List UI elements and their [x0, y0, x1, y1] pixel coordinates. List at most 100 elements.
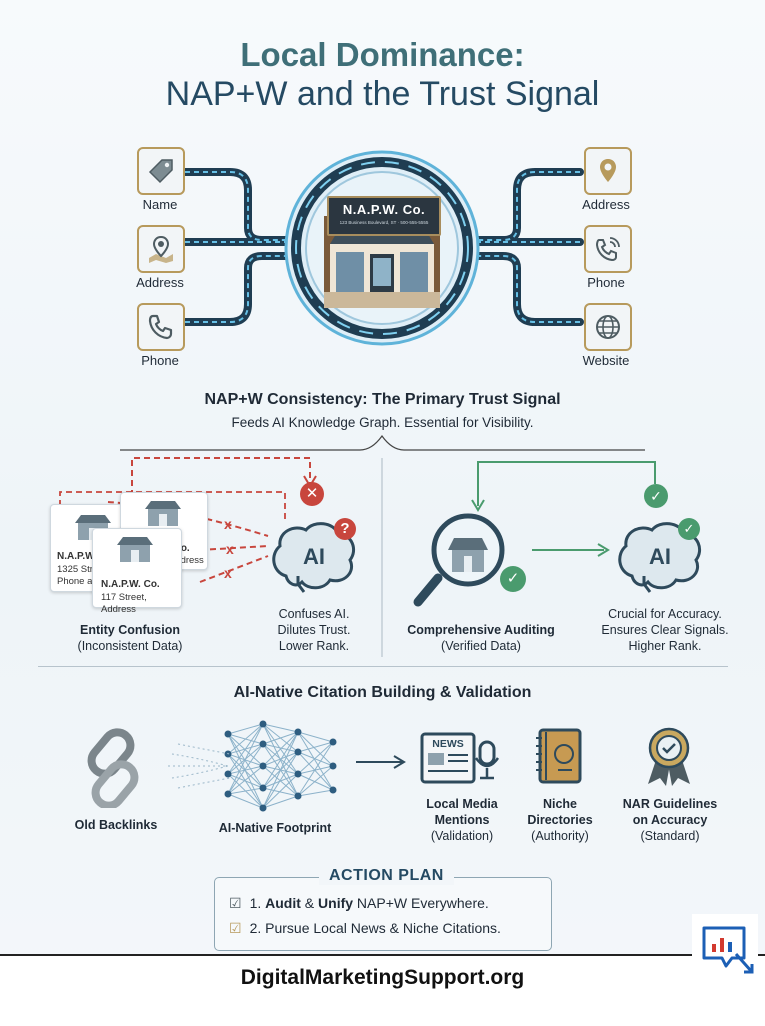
- network-node: [259, 720, 267, 728]
- svg-text:x: x: [226, 541, 234, 557]
- network-edge: [262, 723, 299, 733]
- entity-confusion-caption: Entity Confusion (Inconsistent Data): [60, 622, 200, 654]
- network-edge: [227, 723, 264, 755]
- newspaper-microphone-icon: NEWS: [420, 732, 500, 784]
- entity-confusion-title: Entity Confusion: [80, 623, 180, 637]
- node-label-phone-right: Phone: [587, 275, 625, 290]
- error-x-icon: ✕: [300, 482, 324, 506]
- network-node: [259, 740, 267, 748]
- action-item-2: ☑ 2. Pursue Local News & Niche Citations.: [229, 920, 501, 937]
- ai-brain-clear-icon: AI: [618, 522, 701, 593]
- action-item-1-mid: &: [300, 895, 319, 911]
- broken-chain-icon: [87, 728, 139, 808]
- effect-left-2: Dilutes Trust.: [277, 623, 351, 637]
- network-node: [224, 770, 232, 778]
- verified-check-icon: ✓: [500, 566, 526, 592]
- tag-icon: [148, 159, 173, 184]
- network-edge: [227, 765, 264, 775]
- node-label-website: Website: [582, 353, 630, 368]
- mini-store-icon: [145, 501, 181, 526]
- network-node: [294, 792, 302, 800]
- niche-title-2: Directories: [527, 813, 593, 827]
- network-edge: [227, 733, 264, 767]
- neural-network-footprint: [168, 720, 337, 812]
- node-label-phone-left: Phone: [141, 353, 179, 368]
- award-ribbon-icon: [648, 727, 690, 786]
- network-edge: [297, 765, 334, 775]
- niche-directories-label: Niche Directories (Authority): [510, 796, 610, 844]
- network-node: [294, 770, 302, 778]
- niche-title-1: Niche: [542, 797, 578, 811]
- card-3-line1: 117 Street, Address: [101, 592, 147, 615]
- network-edge: [297, 751, 334, 767]
- accuracy-effects: Crucial for Accuracy. Ensures Clear Sign…: [580, 606, 750, 654]
- page-title: Local Dominance: NAP+W and the Trust Sig…: [0, 38, 765, 111]
- network-edge: [262, 743, 299, 753]
- title-line-2: NAP+W and the Trust Signal: [165, 75, 600, 113]
- network-node: [294, 748, 302, 756]
- card-1-line2: Phone ad: [57, 576, 98, 587]
- network-edge: [262, 773, 299, 789]
- action-item-1-rest: NAP+W Everywhere.: [353, 895, 489, 911]
- card-1-line1: 1325 Stre: [57, 564, 99, 575]
- niche-sub: (Authority): [531, 829, 589, 843]
- network-edge: [227, 765, 264, 795]
- action-item-1-bold1: Audit: [265, 895, 301, 911]
- network-edge: [297, 765, 334, 797]
- brand-logo-icon: [692, 914, 758, 978]
- network-edge: [227, 743, 264, 795]
- network-edge: [227, 753, 264, 789]
- network-edge: [262, 751, 299, 809]
- ai-brain-confused-icon: AI: [272, 522, 355, 593]
- store-sign: N.A.P.W. Co. 123 Business Boulevard, ST …: [327, 196, 441, 236]
- store-sign-name: N.A.P.W. Co.: [342, 202, 426, 217]
- network-edge: [262, 795, 299, 809]
- network-edge: [262, 731, 299, 767]
- network-edge: [297, 789, 334, 797]
- local-media-title-1: Local Media: [426, 797, 498, 811]
- store-sign-sub: 123 Business Boulevard, ST · 500-555-555…: [339, 220, 429, 225]
- success-check-icon: ✓: [644, 484, 668, 508]
- network-edge: [262, 751, 299, 767]
- network-edge: [297, 741, 334, 753]
- directory-book-icon: [536, 728, 582, 784]
- network-edge: [297, 741, 334, 775]
- footer-site[interactable]: DigitalMarketingSupport.org: [240, 966, 525, 989]
- globe-icon: [596, 315, 620, 339]
- network-edge: [227, 733, 264, 789]
- network-edge: [262, 731, 299, 809]
- magnifier-store-icon: [413, 513, 505, 607]
- action-item-2-text: 2. Pursue Local News & Niche Citations.: [249, 920, 501, 936]
- network-edge: [297, 731, 334, 743]
- network-edge: [297, 741, 334, 797]
- effect-left-3: Lower Rank.: [278, 639, 350, 653]
- trust-subheading: Feeds AI Knowledge Graph. Essential for …: [231, 415, 534, 430]
- action-item-1-bold2: Unify: [318, 895, 354, 911]
- auditing-sub: (Verified Data): [441, 639, 521, 653]
- check-circle-icon: ☑: [229, 920, 242, 936]
- svg-text:x: x: [224, 565, 232, 581]
- network-edge: [227, 723, 264, 735]
- action-plan-title: ACTION PLAN: [319, 867, 454, 885]
- network-edge: [262, 731, 299, 745]
- name-node: [137, 147, 185, 195]
- node-label-address-right: Address: [582, 197, 630, 212]
- node-label-name: Name: [142, 197, 178, 212]
- action-item-1: ☑1. Audit & Unify NAP+W Everywhere.: [229, 895, 489, 912]
- mini-store-icon: [117, 537, 153, 562]
- trust-heading: NAP+W Consistency: The Primary Trust Sig…: [204, 391, 561, 408]
- network-edge: [297, 751, 334, 791]
- effect-right-2: Ensures Clear Signals.: [601, 623, 729, 637]
- effect-left-1: Confuses AI.: [278, 607, 350, 621]
- question-mark-icon: ?: [334, 518, 356, 540]
- entity-confusion-sub: (Inconsistent Data): [77, 639, 183, 653]
- title-line-1: Local Dominance:: [240, 36, 525, 73]
- node-label-address-left: Address: [136, 275, 184, 290]
- action-plan-box: ACTION PLAN ☑1. Audit & Unify NAP+W Ever…: [214, 867, 552, 951]
- footer-bar: DigitalMarketingSupport.org: [0, 954, 765, 1026]
- network-node: [224, 730, 232, 738]
- network-node: [329, 786, 337, 794]
- svg-text:x: x: [224, 516, 232, 532]
- network-edge: [262, 787, 299, 797]
- address-node-left: [137, 225, 185, 273]
